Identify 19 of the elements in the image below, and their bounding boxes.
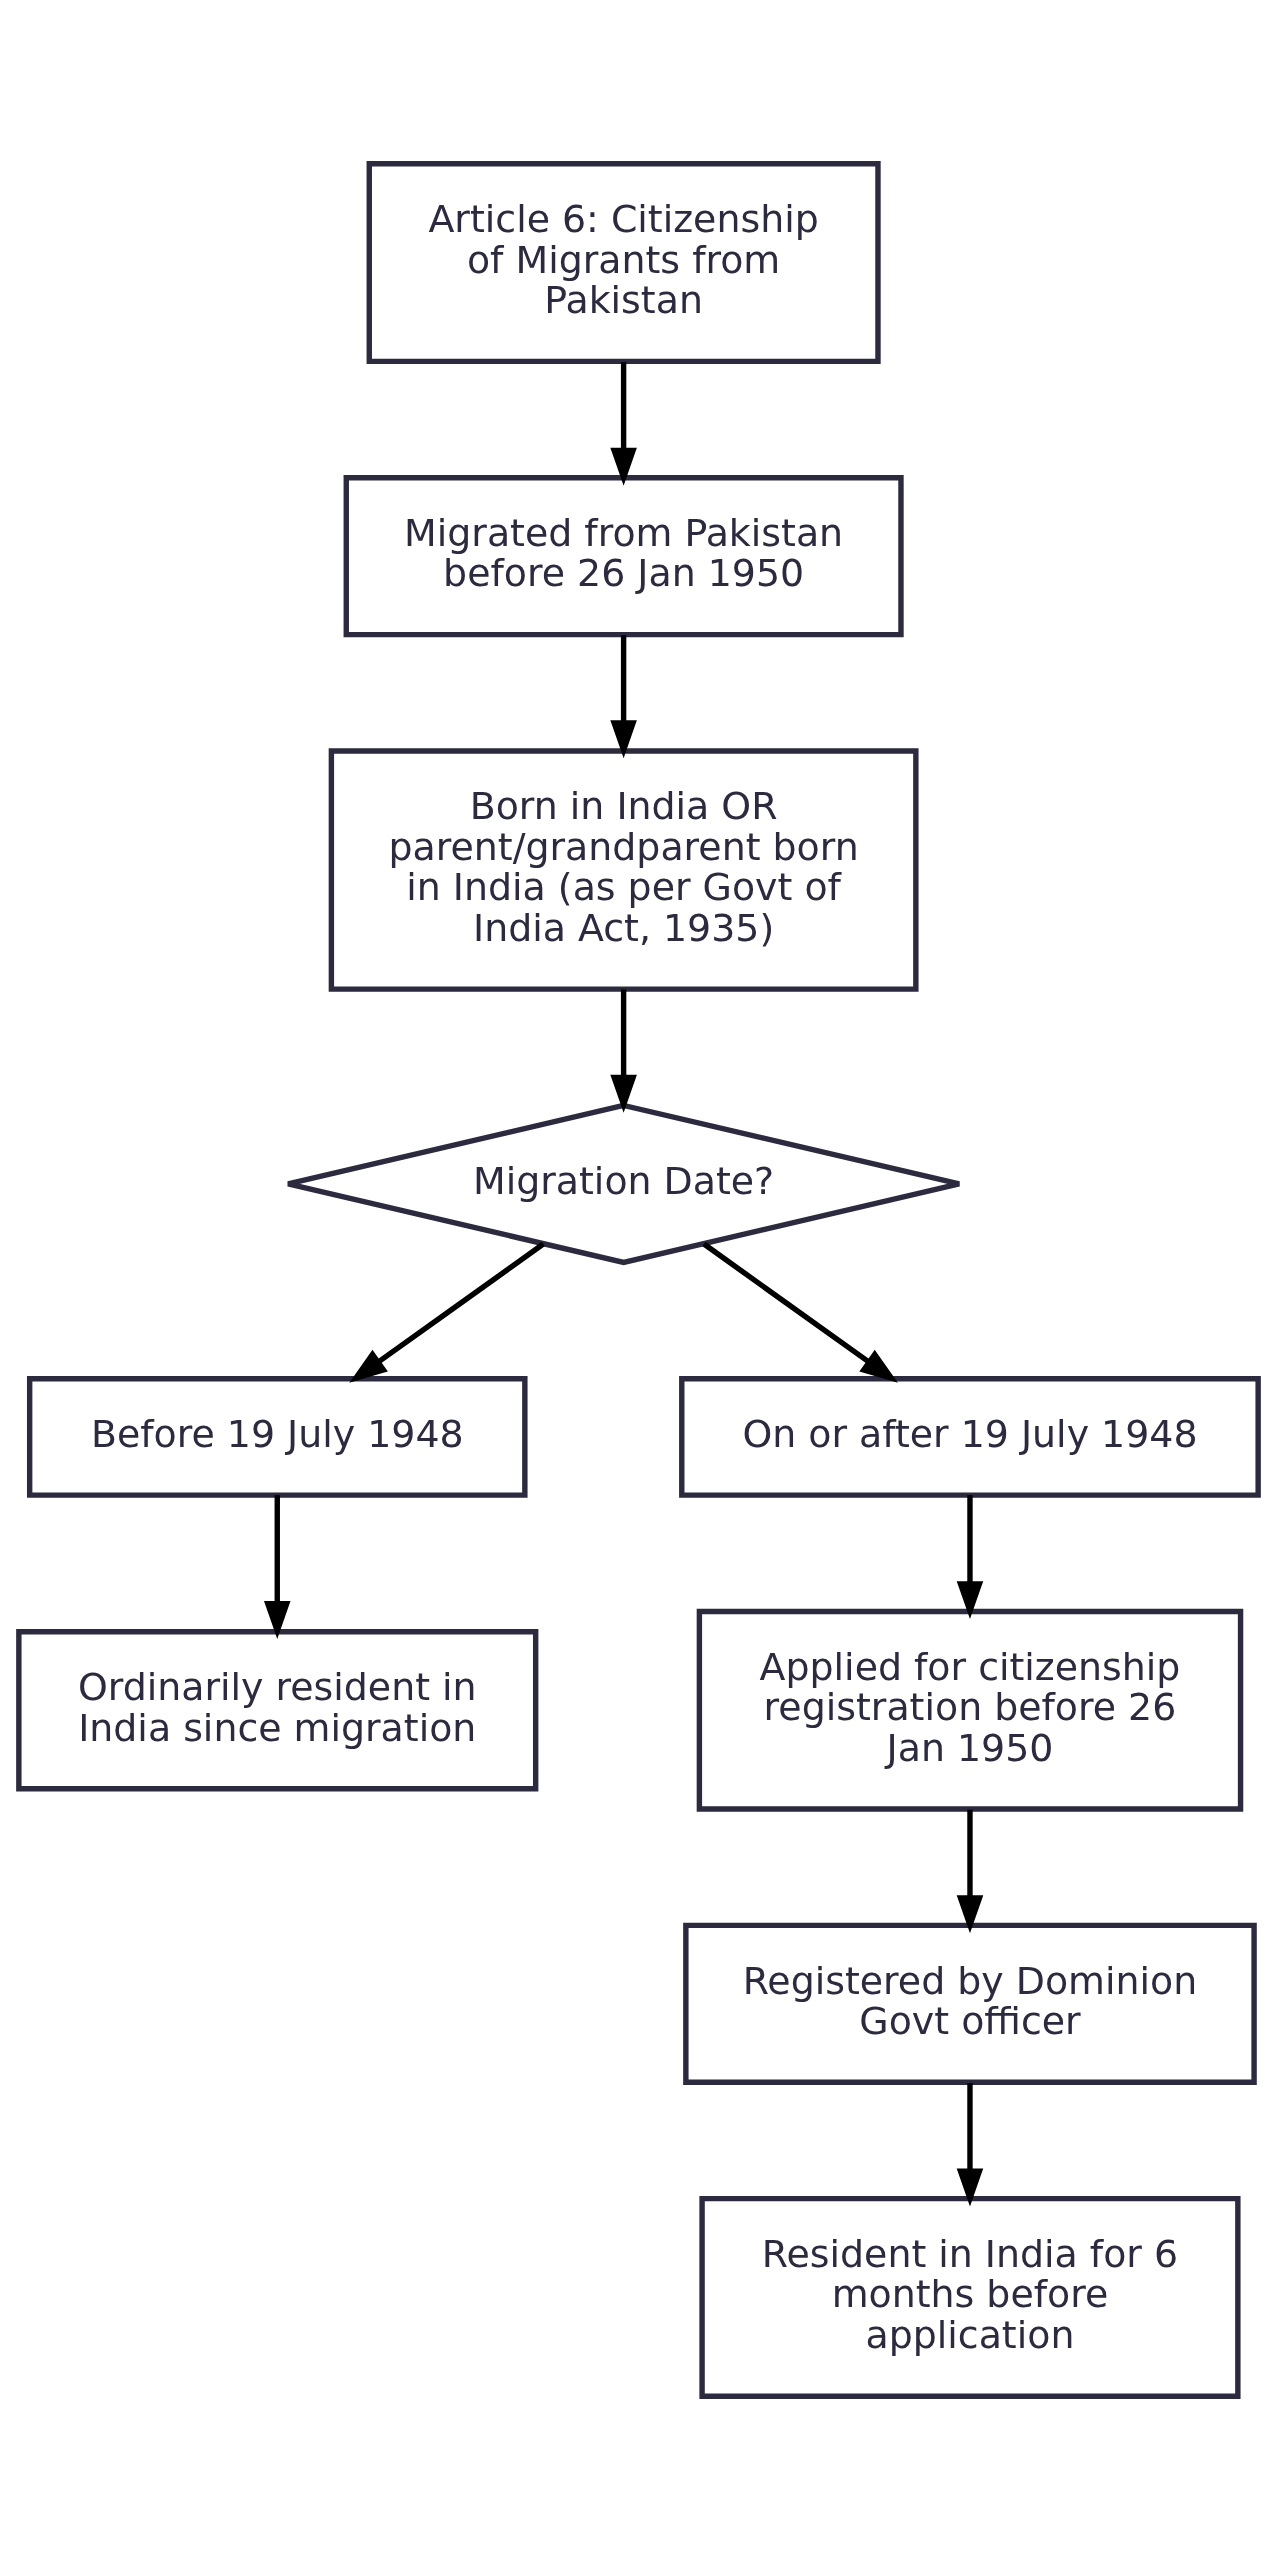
node-box: Migrated from Pakistan before 26 Jan 1950 xyxy=(343,475,904,638)
node-box: Before 19 July 1948 xyxy=(26,1376,528,1498)
node-box: Born in India OR parent/grandparent born in India (as per Govt of India Act, 1935) xyxy=(328,748,919,992)
node-box: Registered by Dominion Govt officer xyxy=(683,1922,1257,2085)
arrow xyxy=(956,1495,984,1620)
node-box: Article 6: Citizenship of Migrants from Pakistan xyxy=(366,161,881,365)
node-box: On or after 19 July 1948 xyxy=(679,1376,1261,1498)
arrow xyxy=(349,1241,545,1383)
arrow xyxy=(956,2083,984,2207)
arrow xyxy=(610,635,637,759)
node-diamond: Migration Date? xyxy=(285,1102,962,1266)
arrow xyxy=(263,1495,291,1639)
node-box: Ordinarily resident in India since migration xyxy=(16,1629,539,1792)
arrow xyxy=(610,989,637,1113)
arrow xyxy=(702,1241,898,1383)
arrow xyxy=(610,362,637,486)
node-box: Applied for citizenship registration before 26 Jan 1950 xyxy=(696,1608,1244,1812)
node-box: Resident in India for 6 months before application xyxy=(699,2195,1241,2399)
arrow xyxy=(956,1809,984,1934)
